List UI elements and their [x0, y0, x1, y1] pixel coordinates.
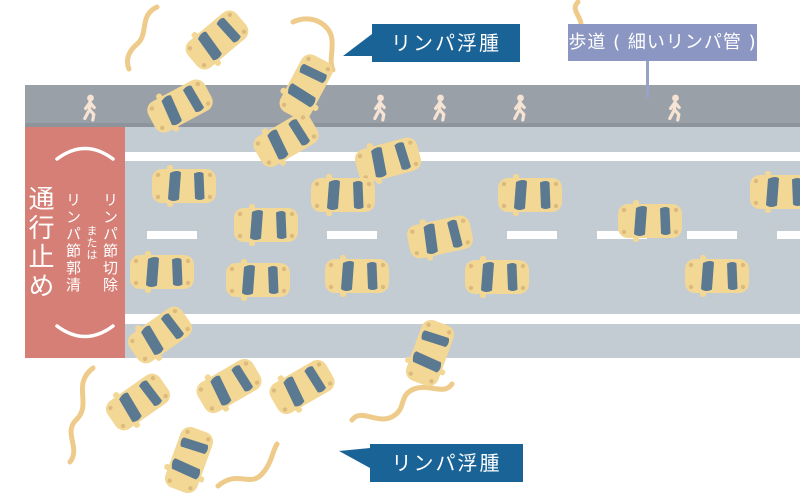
car-icon	[618, 200, 682, 242]
car-icon	[190, 351, 268, 421]
lymphedema-callout-top-label: リンパ浮腫	[391, 31, 501, 55]
pedestrian-icon	[668, 92, 681, 122]
car-icon	[99, 366, 177, 438]
road-edge-line-bottom	[125, 314, 800, 324]
car-icon	[263, 352, 341, 422]
roadblock-or: または	[85, 224, 98, 261]
sidewalk-callout-label: 歩道 ( 細いリンパ管 )	[568, 32, 757, 53]
pedestrian-icon	[433, 92, 446, 122]
road-edge-line-top	[125, 152, 800, 161]
car-icon	[498, 174, 562, 216]
roadblock-text: リンパ節切除 または リンパ節郭清 通行止め	[24, 145, 121, 340]
sidewalk-callout: 歩道 ( 細いリンパ管 )	[568, 24, 757, 61]
lymphedema-callout-top: リンパ浮腫	[343, 24, 520, 62]
car-icon	[158, 422, 220, 498]
callout-tail-icon	[339, 448, 370, 468]
leak-squiggle-icon	[125, 4, 160, 72]
car-icon	[685, 255, 749, 297]
roadblock-panel: リンパ節切除 または リンパ節郭清 通行止め	[24, 127, 125, 358]
lymphedema-callout-bottom: リンパ浮腫	[339, 444, 523, 482]
car-icon	[750, 171, 800, 213]
car-icon	[141, 72, 219, 140]
pedestrian-icon	[83, 92, 96, 122]
car-icon	[152, 165, 216, 207]
car-icon	[247, 105, 325, 175]
pedestrian-icon	[513, 92, 526, 122]
car-icon	[399, 315, 461, 391]
roadblock-option-1: リンパ節切除	[101, 191, 119, 294]
car-icon	[234, 204, 298, 246]
leak-squiggle-icon	[215, 441, 280, 489]
roadblock-option-2: リンパ節郭清	[64, 191, 82, 294]
car-icon	[465, 256, 529, 298]
leak-squiggle-icon	[67, 365, 96, 465]
pedestrian-icon	[373, 92, 386, 122]
lane-divider-dashed	[147, 231, 800, 239]
roadblock-title: 通行止め	[24, 184, 54, 301]
bracket-arcs-icon	[55, 146, 115, 339]
car-icon	[226, 259, 290, 301]
leak-squiggle-icon	[349, 381, 455, 423]
callout-tail-icon	[343, 34, 372, 56]
car-icon	[311, 174, 375, 216]
leak-squiggle-icon	[290, 16, 336, 73]
sidewalk-label-connector-line	[646, 61, 649, 98]
car-icon	[325, 255, 389, 297]
car-icon	[130, 251, 194, 293]
car-icon	[178, 3, 256, 77]
lymphedema-callout-bottom-label: リンパ浮腫	[391, 451, 502, 475]
car-icon	[121, 299, 199, 371]
car-icon	[404, 209, 476, 265]
